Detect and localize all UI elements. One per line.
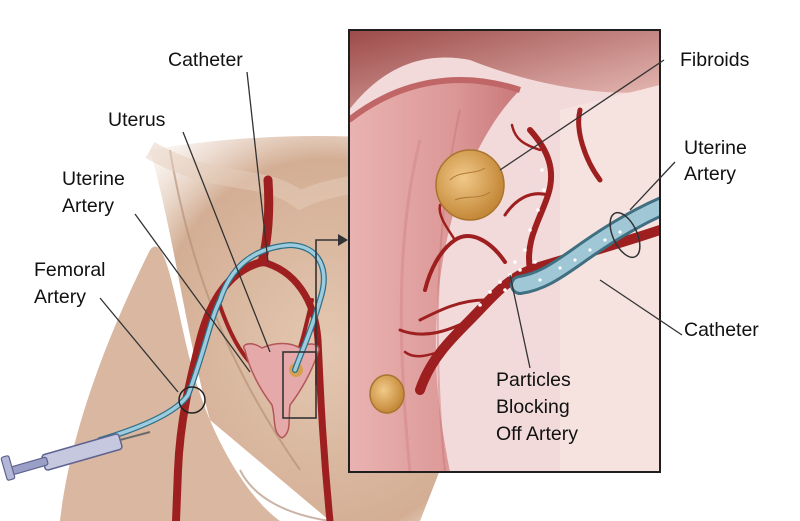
label-uterine-artery-left-line1: Uterine: [62, 168, 125, 190]
label-catheter-right: Catheter: [684, 319, 759, 341]
label-particles-line3: Off Artery: [496, 423, 578, 445]
label-uterine-artery-right-line1: Uterine: [684, 137, 747, 159]
label-uterine-artery-left-line2: Artery: [62, 195, 115, 217]
zoom-connector: [315, 239, 338, 385]
label-catheter-top: Catheter: [168, 49, 243, 71]
leader-lines: [99, 59, 683, 393]
catheter-path: [98, 243, 326, 442]
label-uterus: Uterus: [108, 109, 166, 131]
label-particles-line1: Particles: [496, 369, 571, 391]
fibroid: [435, 149, 505, 221]
label-femoral-artery-line1: Femoral: [34, 259, 106, 281]
label-uterine-artery-right-line2: Artery: [684, 163, 737, 185]
label-particles-line2: Blocking: [496, 396, 570, 418]
fibroid-small: [369, 374, 405, 414]
syringe-icon: [0, 431, 151, 481]
label-femoral-artery-line2: Artery: [34, 286, 87, 308]
femoral-access-marker: [178, 386, 206, 414]
inset-panel: [348, 29, 661, 473]
label-fibroids: Fibroids: [680, 49, 750, 71]
zoom-arrow-icon: [338, 234, 348, 246]
